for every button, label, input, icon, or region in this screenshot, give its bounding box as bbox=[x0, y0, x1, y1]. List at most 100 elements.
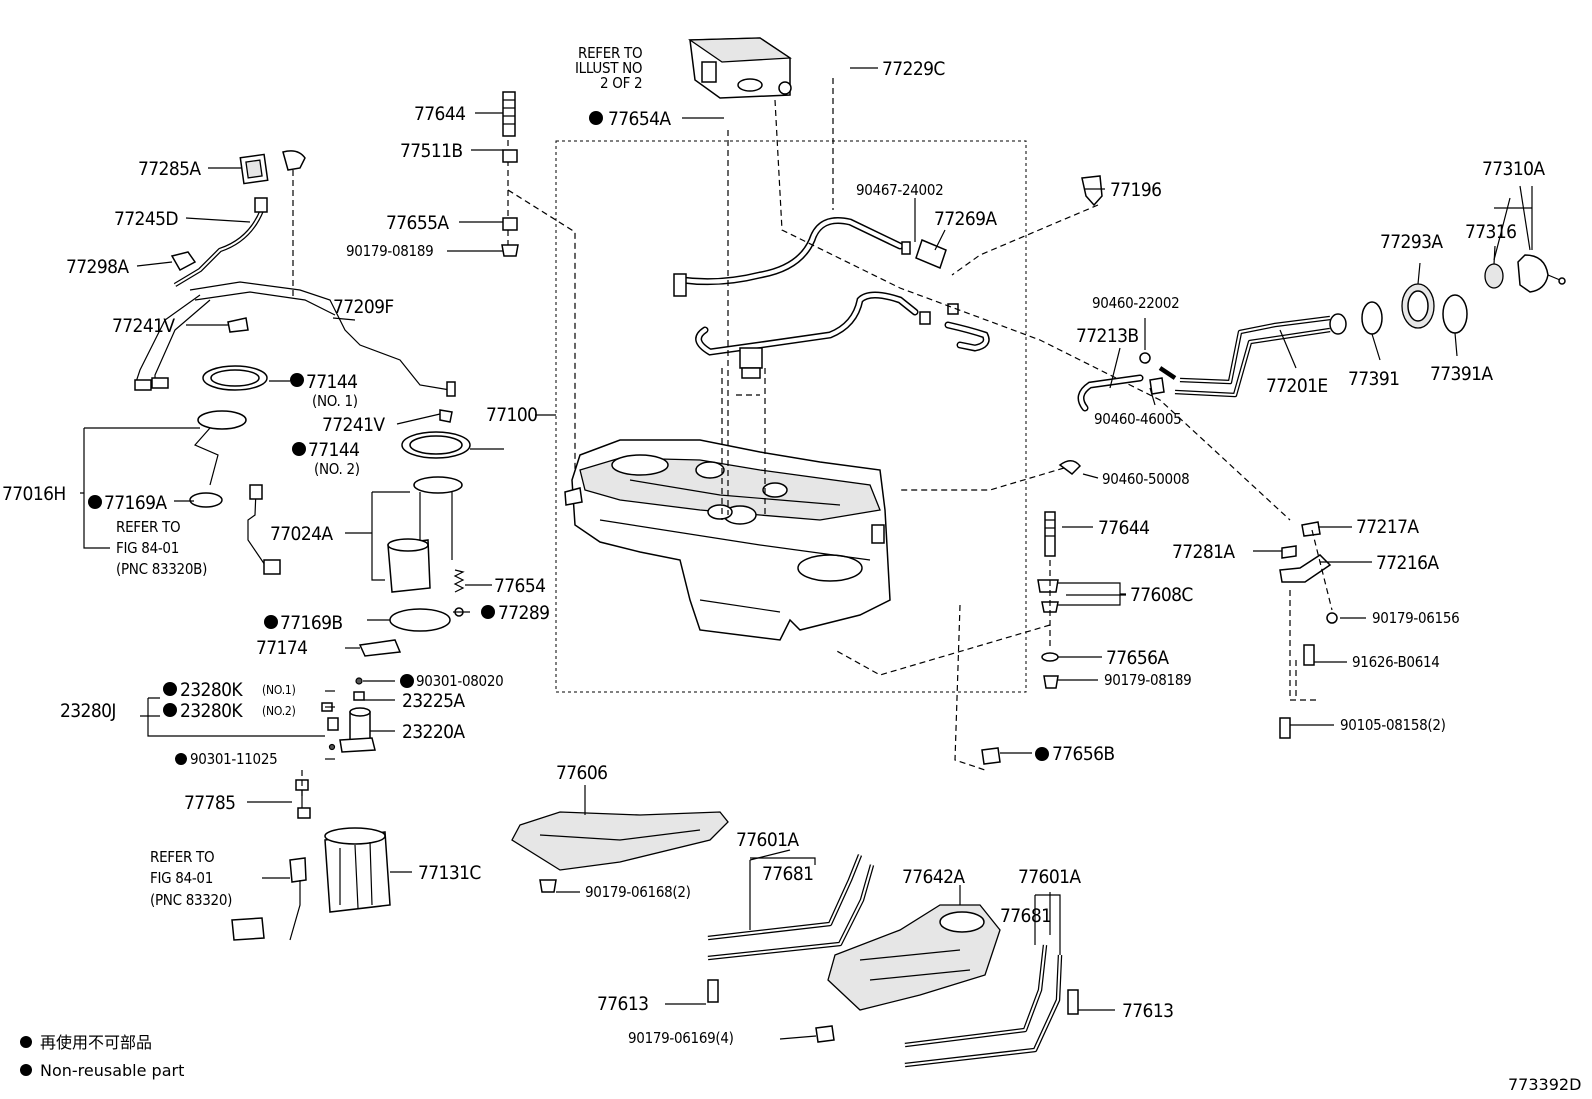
nr-legend-dot-1 bbox=[20, 1036, 32, 1048]
label-77100: 77100 bbox=[486, 404, 537, 426]
label-leaders bbox=[80, 67, 1533, 1040]
label-77209F: 77209F bbox=[333, 296, 394, 318]
label-77391: 77391 bbox=[1348, 368, 1399, 390]
fuel-pump-parts-illustration bbox=[134, 150, 471, 941]
label-90467-24002: 90467-24002 bbox=[856, 181, 943, 199]
label-23280K-1-sub: (NO.1) bbox=[262, 683, 296, 697]
nr-legend-dot-2 bbox=[20, 1064, 32, 1076]
label-77642A: 77642A bbox=[902, 866, 965, 888]
nr-dot-90301-08020 bbox=[400, 674, 414, 688]
nr-dot-23280K-2 bbox=[163, 703, 177, 717]
label-23280K-2-sub: (NO.2) bbox=[262, 704, 296, 718]
label-77785: 77785 bbox=[184, 792, 235, 814]
label-77196: 77196 bbox=[1110, 179, 1161, 201]
label-90301-08020: 90301-08020 bbox=[416, 672, 503, 690]
label-90301-11025: 90301-11025 bbox=[190, 750, 277, 768]
label-77606: 77606 bbox=[556, 762, 607, 784]
canister-ref-line3: 2 OF 2 bbox=[600, 74, 642, 92]
fig-ref-line1: REFER TO bbox=[150, 848, 214, 866]
label-90460-46005: 90460-46005 bbox=[1094, 410, 1181, 428]
label-77269A: 77269A bbox=[934, 208, 997, 230]
label-77644-right: 77644 bbox=[1098, 517, 1149, 539]
label-77316: 77316 bbox=[1465, 221, 1516, 243]
label-77241V-mid: 77241V bbox=[322, 414, 385, 436]
label-90179-06156: 90179-06156 bbox=[1372, 609, 1459, 627]
label-77289: 77289 bbox=[498, 602, 549, 624]
nr-dot-77144-2 bbox=[292, 442, 306, 456]
tank-assembly-box bbox=[555, 140, 1027, 693]
label-77245D: 77245D bbox=[114, 208, 178, 230]
label-77229C: 77229C bbox=[882, 58, 945, 80]
label-77016H: 77016H bbox=[2, 483, 66, 505]
canister-ref-line1: REFER TO bbox=[578, 44, 642, 62]
nr-dot-77654A bbox=[589, 111, 603, 125]
label-77656A: 77656A bbox=[1106, 647, 1169, 669]
label-77169A: 77169A bbox=[104, 492, 167, 514]
label-77644-top: 77644 bbox=[414, 103, 465, 125]
fig-ref-b-line2: FIG 84-01 bbox=[116, 539, 179, 557]
label-90105-08158: 90105-08158(2) bbox=[1340, 716, 1446, 734]
label-77144-no1-sub: (NO. 1) bbox=[312, 392, 358, 410]
vent-hoses-illustration bbox=[673, 217, 990, 379]
label-77144-no2-sub: (NO. 2) bbox=[314, 460, 360, 478]
legend-english: Non-reusable part bbox=[40, 1061, 184, 1080]
label-77024A: 77024A bbox=[270, 523, 333, 545]
label-91626-B0614: 91626-B0614 bbox=[1352, 653, 1440, 671]
diagram-id: 773392D bbox=[1508, 1075, 1581, 1094]
label-77241V-top: 77241V bbox=[112, 315, 175, 337]
label-23280K-1: 23280K bbox=[180, 679, 243, 701]
nr-dot-77144-1 bbox=[290, 373, 304, 387]
label-77601A-left: 77601A bbox=[736, 829, 799, 851]
label-90460-50008: 90460-50008 bbox=[1102, 470, 1189, 488]
part-labels: REFER TO ILLUST NO 2 OF 2 77229C 77644 7… bbox=[2, 44, 1546, 1047]
label-90179-06168: 90179-06168(2) bbox=[585, 883, 691, 901]
label-77144-no2: 77144 bbox=[308, 439, 359, 461]
label-90179-08189-top: 90179-08189 bbox=[346, 242, 433, 260]
label-77654A: 77654A bbox=[608, 108, 671, 130]
label-77310A: 77310A bbox=[1482, 158, 1545, 180]
label-23225A: 23225A bbox=[402, 690, 465, 712]
label-77511B: 77511B bbox=[400, 140, 463, 162]
label-77613-left: 77613 bbox=[597, 993, 648, 1015]
label-77298A: 77298A bbox=[66, 256, 129, 278]
top-valve-parts bbox=[501, 91, 519, 257]
label-77656B: 77656B bbox=[1052, 743, 1115, 765]
label-77174: 77174 bbox=[256, 637, 307, 659]
fig-ref-b-line1: REFER TO bbox=[116, 518, 180, 536]
tank-dashed-leaders bbox=[507, 78, 1291, 771]
label-77144-no1: 77144 bbox=[306, 371, 357, 393]
nr-dot-23280K-1 bbox=[163, 682, 177, 696]
nr-dot-77656B bbox=[1035, 747, 1049, 761]
fig-ref-line2: FIG 84-01 bbox=[150, 869, 213, 887]
fuel-tank-illustration bbox=[564, 439, 891, 641]
label-77613-right: 77613 bbox=[1122, 1000, 1173, 1022]
label-77213B: 77213B bbox=[1076, 325, 1139, 347]
label-77281A: 77281A bbox=[1172, 541, 1235, 563]
label-77216A: 77216A bbox=[1376, 552, 1439, 574]
legend: 再使用不可部品 Non-reusable part bbox=[40, 1033, 184, 1080]
nr-dot-77169A bbox=[88, 495, 102, 509]
fig-ref-line3: (PNC 83320) bbox=[150, 891, 232, 909]
label-90179-06169: 90179-06169(4) bbox=[628, 1029, 734, 1047]
charcoal-canister-illustration bbox=[687, 37, 792, 99]
label-77391A: 77391A bbox=[1430, 363, 1493, 385]
nr-dot-90301-11025 bbox=[175, 753, 187, 765]
label-77681-right: 77681 bbox=[1000, 905, 1051, 927]
label-77293A: 77293A bbox=[1380, 231, 1443, 253]
canister-ref-line2: ILLUST NO bbox=[575, 59, 642, 77]
label-77681-left: 77681 bbox=[762, 863, 813, 885]
label-77131C: 77131C bbox=[418, 862, 481, 884]
label-77654: 77654 bbox=[494, 575, 545, 597]
non-reusable-markers bbox=[20, 111, 1049, 1076]
label-77655A: 77655A bbox=[386, 212, 449, 234]
nr-dot-77289 bbox=[481, 605, 495, 619]
label-77169B: 77169B bbox=[280, 612, 343, 634]
label-77285A: 77285A bbox=[138, 158, 201, 180]
protector-parts-illustration bbox=[511, 811, 1079, 1068]
label-77608C: 77608C bbox=[1130, 584, 1193, 606]
label-23280J: 23280J bbox=[60, 700, 116, 722]
nr-dot-77169B bbox=[264, 615, 278, 629]
label-77217A: 77217A bbox=[1356, 516, 1419, 538]
label-77201E: 77201E bbox=[1266, 375, 1328, 397]
